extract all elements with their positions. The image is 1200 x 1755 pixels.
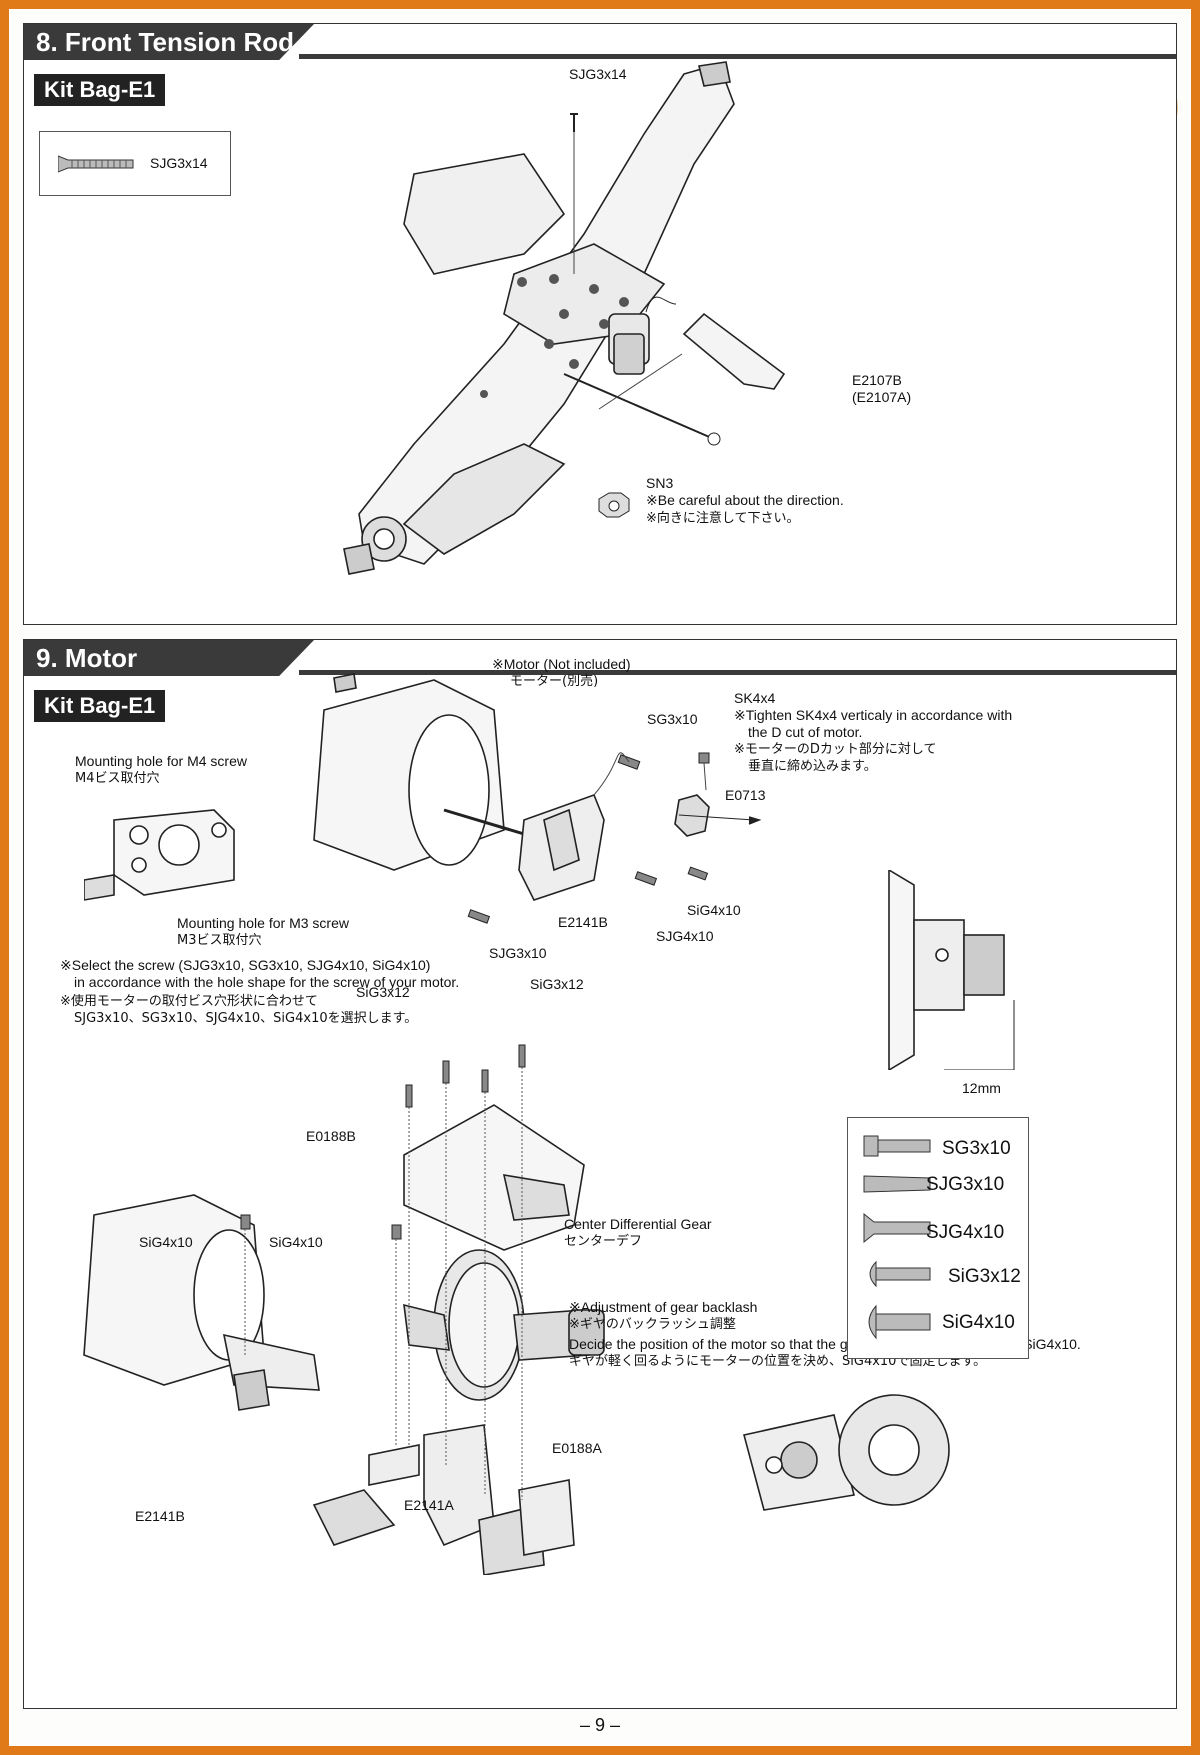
section-front-tension-rod: 8. Front Tension Rod Kit Bag-E1 SJG3x14	[23, 23, 1177, 625]
section-9-rule	[299, 670, 1176, 675]
section-motor: 9. Motor Kit Bag-E1	[23, 639, 1177, 1709]
sig3x12-label-left: SiG3x12	[356, 984, 410, 1000]
screw-callout-top: SJG3x14	[569, 66, 627, 82]
parts-box: SJG3x14	[39, 131, 231, 196]
m4-hole-label: Mounting hole for M4 screw	[75, 753, 247, 769]
screw-legend-box: SG3x10 SJG3x10 SJG4x10 SiG3x12 SiG4x10	[847, 1117, 1029, 1359]
kit-bag-label: Kit Bag-E1	[34, 74, 166, 106]
center-diff-exploded-diagram	[83, 1044, 605, 1575]
countersunk-screw-icon	[58, 155, 134, 173]
select-screw-note-jp-2: SJG3x10、SG3x10、SJG4x10、SiG4x10を選択します。	[74, 1011, 418, 1026]
parts-box-label: SJG3x14	[150, 155, 208, 171]
backlash-title: ※Adjustment of gear backlash	[569, 1299, 758, 1315]
nut-label: SN3	[646, 475, 674, 491]
pinion-side-view	[888, 870, 1015, 1070]
sjg4x10-label-upper: SJG4x10	[656, 928, 714, 944]
diff-label: Center Differential Gear	[564, 1216, 712, 1232]
sig3x12-label-right: SiG3x12	[530, 976, 584, 992]
select-screw-note: ※Select the screw (SJG3x10, SG3x10, SJG4…	[60, 957, 431, 973]
legend-sjg3x10: SJG3x10	[926, 1174, 1005, 1195]
mount-b-label: E2141B	[558, 914, 608, 930]
section-8-header: 8. Front Tension Rod	[24, 24, 1176, 60]
set-screw-note-2: the D cut of motor.	[748, 724, 863, 740]
mount-hole-diagram	[84, 809, 235, 901]
set-screw-note: ※Tighten SK4x4 verticaly in accordance w…	[734, 707, 1013, 723]
rod-part-label: E2107B	[852, 372, 902, 388]
sg3x10-label: SG3x10	[647, 711, 698, 727]
mount-a-label: E2141A	[404, 1497, 454, 1513]
kit-bag-label: Kit Bag-E1	[34, 690, 166, 722]
m4-hole-label-jp: M4ビス取付穴	[75, 771, 160, 786]
pinion-label: E0713	[725, 787, 766, 803]
mount-b-label-lower: E2141B	[135, 1508, 185, 1524]
sig4x10-label-upper: SiG4x10	[687, 902, 741, 918]
motor-label-jp: モーター(別売)	[510, 674, 599, 689]
set-screw-label: SK4x4	[734, 690, 776, 706]
motor-assembly-diagram	[313, 673, 762, 924]
select-screw-note-jp: ※使用モーターの取付ビス穴形状に合わせて	[60, 994, 318, 1009]
section-8-title: 8. Front Tension Rod	[24, 24, 314, 60]
set-screw-note-jp-2: 垂直に締め込みます。	[748, 759, 877, 774]
section-9-header: 9. Motor	[24, 640, 1176, 676]
legend-sjg4x10: SJG4x10	[926, 1222, 1005, 1243]
set-screw-note-jp: ※モーターのDカット部分に対して	[734, 742, 937, 757]
backlash-title-jp: ※ギヤのバックラッシュ調整	[569, 1317, 736, 1332]
sjg3x10-label-upper: SJG3x10	[489, 945, 547, 961]
m3-hole-label: Mounting hole for M3 screw	[177, 915, 349, 931]
motor-label: ※Motor (Not included)	[492, 656, 631, 672]
backlash-detail-diagram	[743, 1394, 950, 1511]
legend-sig3x12: SiG3x12	[948, 1266, 1021, 1287]
sig4x10-label-mid: SiG4x10	[269, 1234, 323, 1250]
select-screw-note-2: in accordance with the hole shape for th…	[74, 974, 460, 990]
dimension-label: 12mm	[962, 1080, 1001, 1096]
sig4x10-label-left: SiG4x10	[139, 1234, 193, 1250]
direction-note-jp: ※向きに注意して下さい。	[646, 511, 800, 526]
legend-sg3x10: SG3x10	[942, 1138, 1011, 1159]
rod-part-alt-label: (E2107A)	[852, 389, 912, 405]
holder-label: E0188A	[552, 1440, 602, 1456]
page-number: – 9 –	[579, 1715, 621, 1735]
chassis-diagram	[343, 61, 786, 575]
direction-note: ※Be careful about the direction.	[646, 492, 844, 508]
manual-page: Le web magazine du modélisme rcmag.com 8…	[9, 9, 1191, 1746]
legend-sig4x10: SiG4x10	[942, 1312, 1015, 1333]
section-9-title: 9. Motor	[24, 640, 314, 676]
m3-hole-label-jp: M3ビス取付穴	[177, 933, 262, 948]
cover-label: E0188B	[306, 1128, 356, 1144]
diff-label-jp: センターデフ	[564, 1234, 643, 1249]
section-8-rule	[299, 54, 1176, 59]
screw-legend-icons	[863, 1135, 931, 1340]
